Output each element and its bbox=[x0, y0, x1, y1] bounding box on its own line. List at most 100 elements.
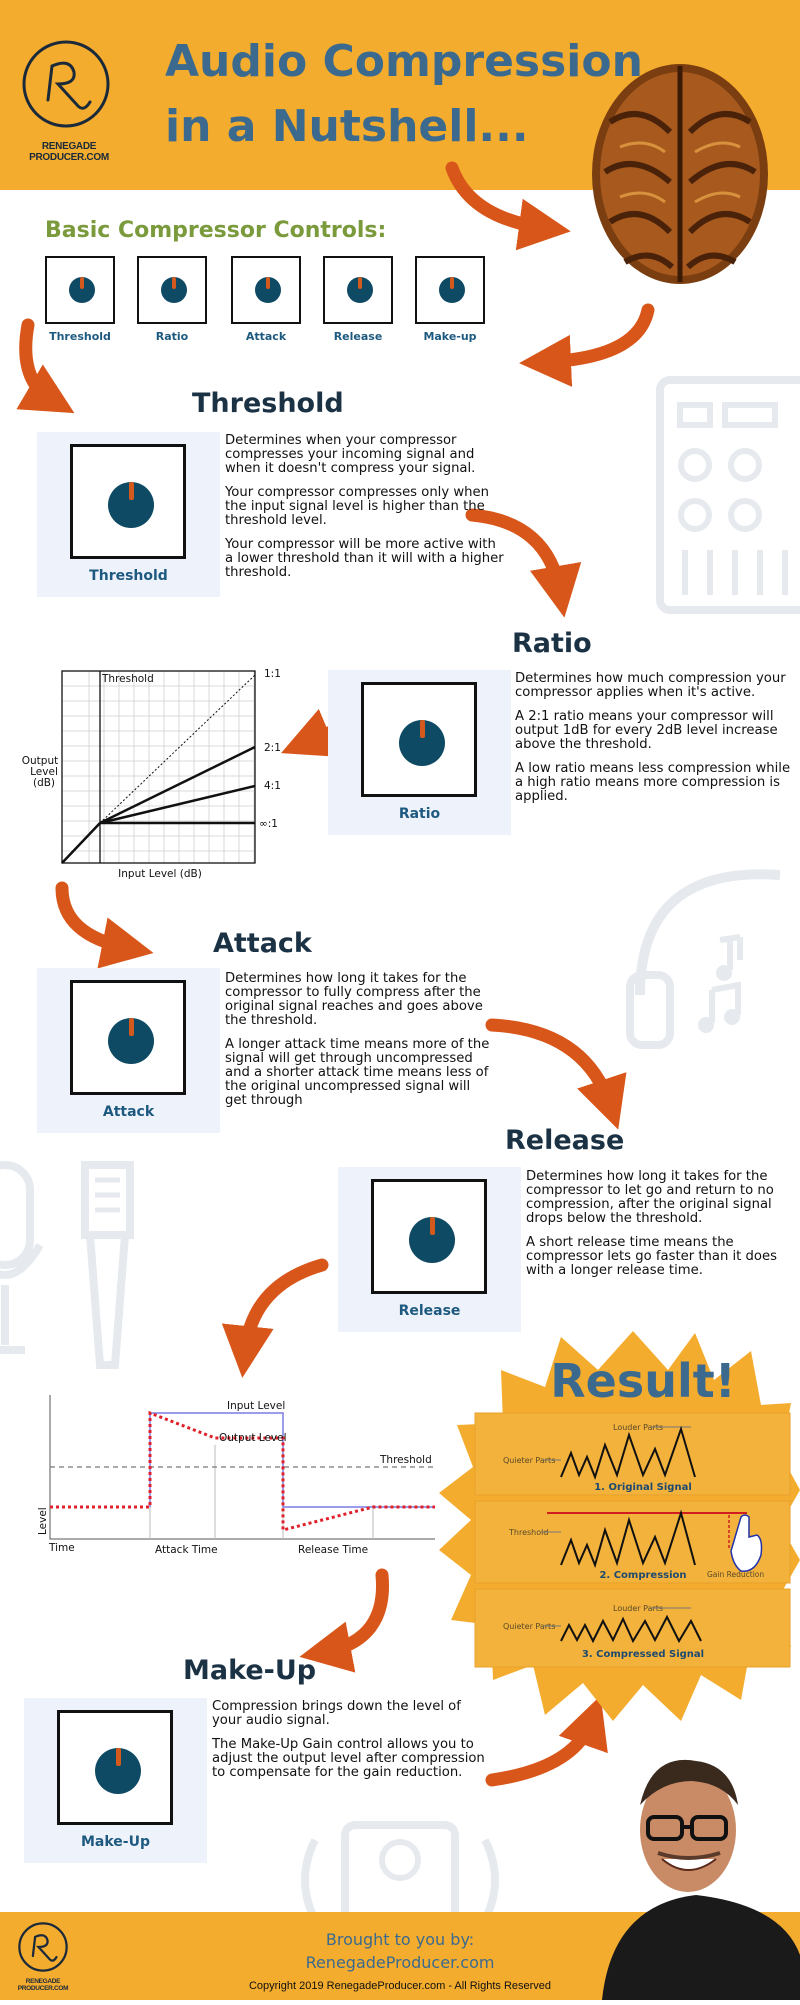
knob-indicator bbox=[450, 277, 454, 289]
result-panel-2: Threshold 2. Compression Gain Reduction bbox=[474, 1500, 791, 1584]
footer-brand-name: RENEGADE PRODUCER.COM bbox=[17, 1978, 69, 1992]
ratio-knob-box[interactable] bbox=[361, 682, 477, 797]
result-starburst: Result! Louder Parts Quieter Parts 1. Or… bbox=[439, 1331, 800, 1721]
result-louder-parts-3: Louder Parts bbox=[613, 1604, 663, 1613]
result-gain-reduction: Gain Reduction bbox=[707, 1570, 764, 1579]
envelope-output-label: Output Level bbox=[219, 1432, 287, 1444]
ratio-label-4to1: 4:1 bbox=[264, 780, 281, 792]
knob-indicator bbox=[80, 277, 84, 289]
result-threshold-label: Threshold bbox=[508, 1528, 548, 1537]
knob-indicator bbox=[430, 1217, 435, 1235]
arrow-graph-to-attack bbox=[55, 881, 154, 969]
section-title-release: Release bbox=[505, 1125, 625, 1156]
ratio-line-2to1 bbox=[99, 745, 256, 825]
arrow-envelope-to-makeup bbox=[299, 1568, 390, 1673]
knob-box bbox=[323, 256, 393, 324]
result-panel-1: Louder Parts Quieter Parts 1. Original S… bbox=[474, 1412, 791, 1496]
result-title: Result! bbox=[550, 1354, 735, 1408]
arrow-controls-to-threshold bbox=[16, 318, 75, 414]
ratio-graph-threshold-label: Threshold bbox=[101, 673, 154, 685]
makeup-knob-box[interactable] bbox=[57, 1710, 173, 1825]
result-compressed-signal: 3. Compressed Signal bbox=[582, 1649, 704, 1660]
ratio-line-4to1 bbox=[99, 784, 256, 825]
knob-box bbox=[45, 256, 115, 324]
page-title-line-1: Audio Compression bbox=[165, 36, 643, 87]
attack-knob-label: Attack bbox=[102, 1104, 155, 1120]
knob-indicator bbox=[129, 1018, 134, 1036]
controls-heading: Basic Compressor Controls: bbox=[45, 218, 387, 243]
ratio-description: Determines how much compression your com… bbox=[515, 672, 795, 814]
ratio-graph-xlabel: Input Level (dB) bbox=[118, 868, 202, 880]
envelope-threshold-label: Threshold bbox=[379, 1454, 432, 1466]
arrow-release-to-envelope bbox=[221, 1258, 329, 1378]
ratio-paragraph-1: Determines how much compression your com… bbox=[515, 671, 786, 700]
knob-indicator bbox=[266, 277, 270, 289]
ratio-label-2to1: 2:1 bbox=[264, 742, 281, 754]
release-knob-box[interactable] bbox=[371, 1179, 487, 1294]
ratio-knob-label: Ratio bbox=[398, 806, 441, 822]
envelope-release-label: Release Time bbox=[298, 1544, 368, 1556]
result-waveform-compression bbox=[560, 1509, 696, 1569]
envelope-attack-label: Attack Time bbox=[155, 1544, 218, 1556]
knob-indicator bbox=[116, 1748, 121, 1766]
envelope-output-level bbox=[50, 1410, 435, 1532]
makeup-paragraph-1: Compression brings down the level of you… bbox=[212, 1699, 461, 1728]
result-quieter-parts-3: Quieter Parts bbox=[503, 1622, 555, 1631]
arrow-makeup-to-result bbox=[485, 1695, 608, 1787]
footer-website[interactable]: RenegadeProducer.com bbox=[305, 1953, 495, 1972]
threshold-description: Determines when your compressor compress… bbox=[225, 434, 505, 590]
knob-indicator bbox=[129, 482, 134, 500]
release-paragraph-1: Determines how long it takes for the com… bbox=[526, 1169, 774, 1226]
ratio-panel: Ratio bbox=[328, 670, 511, 835]
arrow-threshold-to-ratio bbox=[465, 508, 582, 618]
makeup-paragraph-2: The Make-Up Gain control allows you to a… bbox=[212, 1737, 485, 1780]
ratio-graph-ylabel-1: Output bbox=[22, 755, 58, 767]
threshold-paragraph-3: Your compressor will be more active with… bbox=[225, 537, 504, 580]
ratio-line-below-threshold bbox=[61, 822, 101, 864]
threshold-knob-box[interactable] bbox=[70, 444, 186, 559]
result-waveform-original bbox=[560, 1425, 696, 1480]
knob-indicator bbox=[358, 277, 362, 289]
attack-paragraph-1: Determines how long it takes for the com… bbox=[225, 971, 483, 1028]
ratio-graph-frame bbox=[61, 670, 256, 864]
makeup-knob-label: Make-Up bbox=[80, 1834, 150, 1850]
envelope-level-label: Level bbox=[37, 1507, 49, 1535]
result-waveform-compressed bbox=[560, 1614, 702, 1644]
threshold-paragraph-2: Your compressor compresses only when the… bbox=[225, 485, 489, 528]
footer-logo bbox=[16, 1920, 70, 1974]
ratio-graph: Threshold Output Level (dB) Input Level … bbox=[22, 668, 281, 880]
threshold-knob-label: Threshold bbox=[89, 568, 168, 584]
result-louder-parts-1: Louder Parts bbox=[613, 1423, 663, 1432]
microphone-icon bbox=[0, 1155, 140, 1375]
attack-knob-box[interactable] bbox=[70, 980, 186, 1095]
control-label: Threshold bbox=[49, 330, 111, 343]
release-description: Determines how long it takes for the com… bbox=[526, 1170, 796, 1288]
section-title-threshold: Threshold bbox=[192, 388, 344, 419]
ratio-graph-grid bbox=[62, 671, 255, 863]
page-title-line-2: in a Nutshell... bbox=[165, 101, 529, 152]
envelope-time-label: Time bbox=[48, 1542, 75, 1554]
mixer-icon bbox=[655, 375, 800, 615]
ratio-label-inf: ∞:1 bbox=[259, 818, 278, 830]
ratio-paragraph-3: A low ratio means less compression while… bbox=[515, 761, 791, 804]
release-paragraph-2: A short release time means the compresso… bbox=[526, 1235, 777, 1278]
knob-box bbox=[415, 256, 485, 324]
arrow-walnut-to-controls bbox=[519, 303, 655, 387]
author-photo bbox=[592, 1735, 800, 2000]
hand-pointer-icon bbox=[730, 1514, 763, 1572]
release-panel: Release bbox=[338, 1167, 521, 1332]
section-title-makeup: Make-Up bbox=[183, 1655, 317, 1686]
attack-description: Determines how long it takes for the com… bbox=[225, 972, 495, 1118]
section-title-attack: Attack bbox=[213, 928, 312, 959]
ratio-paragraph-2: A 2:1 ratio means your compressor will o… bbox=[515, 709, 778, 752]
attack-panel: Attack bbox=[37, 968, 220, 1133]
control-label: Ratio bbox=[155, 330, 189, 343]
ratio-graph-ylabel-2: Level bbox=[30, 766, 58, 778]
makeup-description: Compression brings down the level of you… bbox=[212, 1700, 492, 1790]
result-panel-3: Louder Parts Quieter Parts 3. Compressed… bbox=[474, 1588, 791, 1668]
walnut-image bbox=[580, 52, 780, 292]
ratio-graph-ylabel-3: (dB) bbox=[33, 777, 55, 789]
ratio-line-1to1 bbox=[99, 674, 256, 824]
control-label: Attack bbox=[245, 330, 287, 343]
release-knob-label: Release bbox=[398, 1303, 461, 1319]
